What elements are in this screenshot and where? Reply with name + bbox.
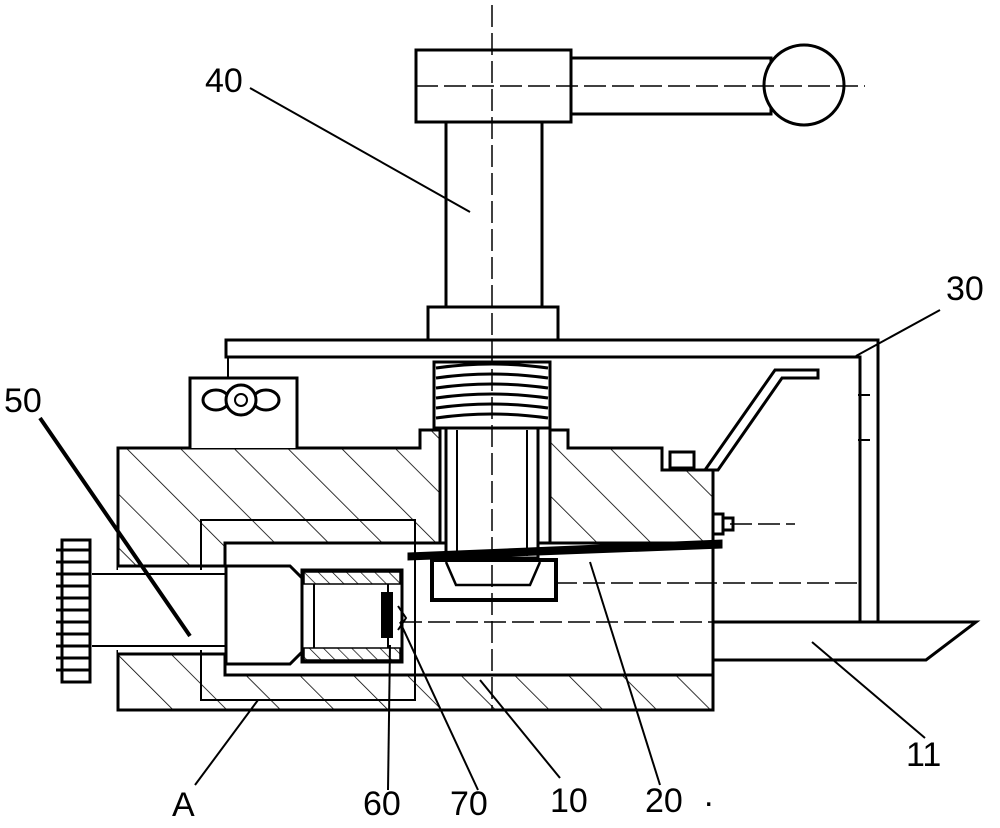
label-10: 10 <box>550 782 588 820</box>
shaft-collar <box>428 307 558 340</box>
stray-mark: . <box>704 776 713 814</box>
label-50: 50 <box>4 382 42 420</box>
bracket-arm <box>705 370 818 470</box>
plunger <box>226 566 302 664</box>
handle <box>416 45 844 340</box>
label-a: A <box>172 786 195 824</box>
wing-nut-center <box>226 385 256 415</box>
tray <box>713 622 976 660</box>
label-40: 40 <box>205 62 243 100</box>
handle-shaft <box>446 122 542 307</box>
label-60: 60 <box>363 785 401 823</box>
knob-shaft <box>92 570 226 650</box>
label-11: 11 <box>906 736 941 774</box>
arm-screw <box>670 452 694 468</box>
mounting-ear <box>190 378 297 448</box>
label-30: 30 <box>946 270 984 308</box>
label-20: 20 <box>645 782 683 820</box>
press-cup <box>432 560 556 600</box>
label-70: 70 <box>450 785 488 823</box>
handle-knob <box>764 45 844 125</box>
